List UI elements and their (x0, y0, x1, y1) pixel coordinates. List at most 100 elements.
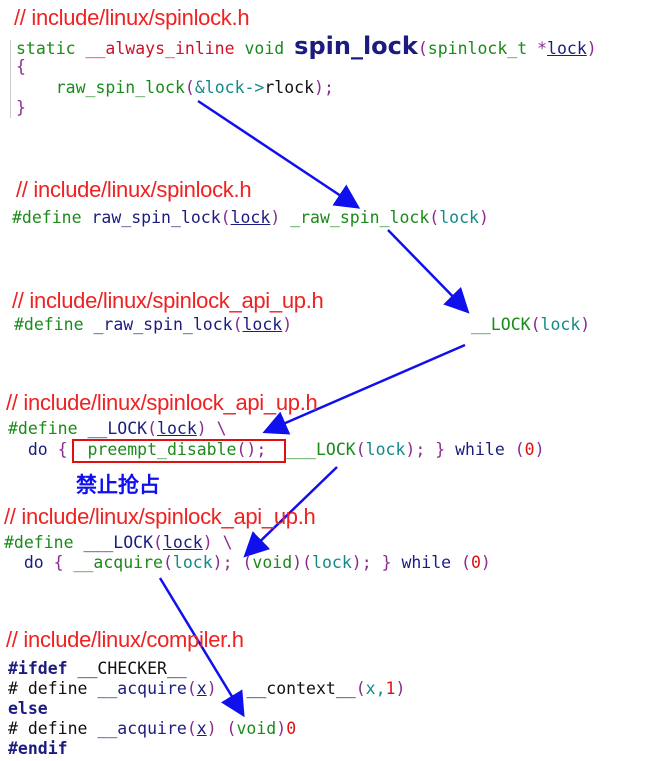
arrow-3 (262, 343, 466, 435)
code-token: # define (8, 719, 98, 738)
code-token: ) (534, 440, 545, 459)
file-path-header: // include/linux/spinlock_api_up.h (4, 504, 316, 529)
arrow-1 (197, 99, 361, 209)
code-token: __always_inline (85, 39, 245, 58)
code-token: ( (184, 78, 195, 97)
code-token: ) \ (202, 533, 233, 552)
code-token: { (53, 553, 74, 572)
code-line: raw_spin_lock(&lock->rlock); (16, 78, 334, 98)
code-token: # define (8, 679, 98, 698)
code-line: } (16, 98, 26, 118)
code-token: { (57, 440, 78, 459)
code-token: ); (314, 78, 334, 97)
code-token: ( (355, 679, 366, 698)
code-token: lock (230, 208, 271, 227)
code-token: ( (355, 440, 366, 459)
code-token: ( (514, 440, 525, 459)
code-token: void (252, 553, 293, 572)
file-path-header: // include/linux/spinlock_api_up.h (12, 288, 324, 313)
code-token: ___LOCK (266, 440, 356, 459)
preempt-disable-highlight-box (72, 439, 286, 463)
code-token: __CHECKER__ (77, 659, 187, 678)
code-line: { (16, 57, 26, 77)
code-token: lock (365, 440, 406, 459)
code-token: preempt_disable (77, 440, 237, 459)
code-token: ( (162, 553, 173, 572)
code-token: void (236, 719, 277, 738)
code-token: raw_spin_lock (91, 208, 221, 227)
file-path-header: // include/linux/spinlock_api_up.h (6, 390, 318, 415)
code-token: #define (14, 315, 94, 334)
code-token: ( (147, 419, 158, 438)
code-token: #define (8, 419, 88, 438)
code-token: raw_spin_lock (16, 78, 185, 97)
arrow-5 (158, 577, 245, 718)
code-line: # define __acquire(x) __context__(x,1) (8, 679, 405, 699)
code-token: lock (439, 208, 479, 227)
code-token: static (16, 39, 86, 58)
code-token: ) (478, 208, 489, 227)
code-token: lock (547, 39, 587, 58)
code-token: ___LOCK (83, 533, 154, 552)
code-token: __acquire (97, 719, 187, 738)
code-token: x (196, 719, 207, 738)
code-token: ( (186, 679, 197, 698)
code-token: ( (186, 719, 197, 738)
code-line: do { preempt_disable(); ___LOCK(lock); }… (8, 440, 545, 460)
code-token: __acquire (73, 553, 163, 572)
code-token: lock (172, 553, 213, 572)
code-token: ) \ (196, 419, 227, 438)
code-token: 0 (286, 719, 297, 738)
code-token: ); ( (212, 553, 253, 572)
code-token: ) (282, 315, 293, 334)
code-token: ) (580, 315, 591, 334)
code-token: lock (242, 315, 283, 334)
code-token: ) ( (206, 719, 237, 738)
arrow-2 (387, 229, 470, 314)
code-line: #define __LOCK(lock) \ (8, 419, 227, 439)
code-token: _raw_spin_lock (290, 208, 430, 227)
code-line: #define raw_spin_lock(lock) _raw_spin_lo… (12, 208, 489, 228)
code-line: #define ___LOCK(lock) \ (4, 533, 233, 553)
code-token: spinlock_t (427, 39, 538, 58)
code-token: lock (162, 533, 203, 552)
code-token: lock (312, 553, 352, 572)
file-path-header: // include/linux/spinlock.h (16, 177, 252, 202)
code-token: _raw_spin_lock (93, 315, 233, 334)
code-line: #endif (8, 739, 68, 759)
code-token: __LOCK (87, 419, 148, 438)
code-token: rlock (264, 78, 315, 97)
code-token: spin_lock (294, 32, 418, 60)
code-token: * (537, 39, 548, 58)
code-token: lock (157, 419, 197, 438)
code-token: (); (236, 440, 267, 459)
code-token: else (8, 699, 48, 718)
code-token: #ifdef (8, 659, 78, 678)
code-token: __LOCK (292, 315, 531, 334)
code-token: 1 (385, 679, 396, 698)
code-token: __context__ (246, 679, 356, 698)
arrow-4 (243, 466, 338, 558)
code-token: while (401, 553, 462, 572)
code-line: static __always_inline void spin_lock(sp… (16, 34, 597, 59)
code-token: 0 (470, 553, 481, 572)
code-token: #endif (8, 739, 68, 758)
code-line: # define __acquire(x) (void)0 (8, 719, 296, 739)
code-token: ); } (351, 553, 402, 572)
code-line: #ifdef __CHECKER__ (8, 659, 187, 679)
code-token: ) (586, 39, 597, 58)
code-token: &lock-> (194, 78, 265, 97)
code-token: ( (429, 208, 440, 227)
code-token: lock (540, 315, 581, 334)
code-token: 0 (524, 440, 535, 459)
code-line: do { __acquire(lock); (void)(lock); } wh… (4, 553, 491, 573)
code-token: #define (12, 208, 92, 227)
code-token: ( (220, 208, 231, 227)
code-token: x, (365, 679, 386, 698)
file-path-header: // include/linux/spinlock.h (14, 5, 250, 30)
code-token: ( (530, 315, 541, 334)
code-token: ( (153, 533, 163, 552)
code-gutter-line (10, 40, 11, 118)
code-token: do (4, 553, 54, 572)
